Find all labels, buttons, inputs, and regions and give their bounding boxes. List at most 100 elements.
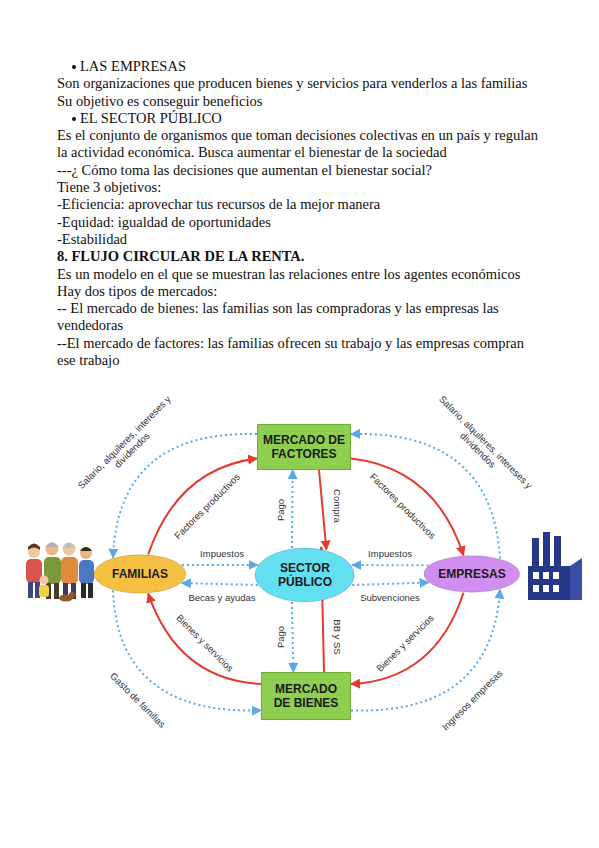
agent-ellipse: FAMILIAS <box>93 554 187 594</box>
flow-label: Factores productivos <box>367 470 440 543</box>
text-line: Su objetivo es conseguir beneficios <box>57 93 545 110</box>
node-label: SECTOR PÚBLICO <box>270 561 340 589</box>
money-flow-arrow <box>182 564 258 566</box>
flow-label: BB y SS <box>332 617 343 656</box>
person-hair <box>28 544 40 551</box>
person-leg <box>54 583 59 599</box>
person-head <box>63 543 76 556</box>
money-flow-arrow <box>291 470 294 548</box>
section-title: 8. FLUJO CIRCULAR DE LA RENTA. <box>57 248 545 265</box>
flow-label: Pago <box>275 624 286 650</box>
node-label: MERCADO DE BIENES <box>266 682 346 710</box>
market-box: MERCADO DE FACTORES <box>257 424 351 470</box>
ellipse-fill <box>94 555 186 593</box>
dog-head <box>69 592 75 598</box>
factory-side <box>570 558 582 600</box>
node-label: EMPRESAS <box>438 567 505 581</box>
factory-chimney <box>554 536 561 568</box>
child-body <box>39 585 49 597</box>
bullet-dot <box>72 117 76 121</box>
body-text: Hay dos tipos de mercados: <box>57 283 217 299</box>
money-flow-arrow <box>182 583 258 585</box>
factory-building <box>528 566 570 600</box>
money-flow-arrow <box>352 564 428 566</box>
real-flow-arrow <box>148 459 257 555</box>
body-text: ---¿ Cómo toma las decisiones que aument… <box>57 162 432 178</box>
body-text: Es el conjunto de organismos que toman d… <box>57 127 538 160</box>
node-label: MERCADO DE FACTORES <box>262 433 346 461</box>
flow-label: Factores productivos <box>171 470 244 543</box>
factory-window <box>533 572 539 579</box>
text-line: Son organizaciones que producen bienes y… <box>57 75 545 92</box>
body-text: Su objetivo es conseguir beneficios <box>57 93 262 109</box>
document-text: LAS EMPRESASSon organizaciones que produ… <box>57 58 545 369</box>
body-text: -Equidad: igualdad de oportunidades <box>57 214 271 230</box>
text-line: -Equidad: igualdad de oportunidades <box>57 214 545 231</box>
flow-label: Compra <box>332 487 343 525</box>
factory-window <box>553 572 559 579</box>
body-text: Son organizaciones que producen bienes y… <box>57 75 527 91</box>
body-text: -- El mercado de bienes: las familias so… <box>57 300 499 333</box>
flow-label: Impuestos <box>198 548 246 559</box>
child-head <box>40 576 49 585</box>
real-flow-arrow <box>351 593 464 684</box>
factory-illustration <box>528 532 582 600</box>
flow-label: Ingresos empresas <box>438 666 506 734</box>
bullet-heading: EL SECTOR PÚBLICO <box>80 110 222 126</box>
person-body <box>61 557 78 584</box>
flow-label: Gasto de familias <box>107 669 170 732</box>
person-body <box>79 560 94 584</box>
text-line: -- El mercado de bienes: las familias so… <box>57 300 545 335</box>
factory-chimney <box>543 532 550 568</box>
factory-window <box>543 572 549 579</box>
person-hair <box>63 543 76 549</box>
flow-label: Impuestos <box>366 548 414 559</box>
text-line: Es el conjunto de organismos que toman d… <box>57 127 545 162</box>
text-line: LAS EMPRESAS <box>57 58 545 75</box>
ellipse-fill <box>424 556 520 592</box>
person-head <box>46 543 59 556</box>
bullet-dot <box>72 65 76 69</box>
real-flow-arrow <box>148 594 261 684</box>
money-flow-arrow <box>292 602 294 672</box>
person-leg <box>28 582 33 598</box>
person-head <box>80 547 92 559</box>
factory-chimney <box>532 538 539 568</box>
person-leg <box>88 583 93 598</box>
factory-window <box>543 585 549 592</box>
money-flow-arrow <box>352 583 428 585</box>
ellipse-fill <box>255 548 354 602</box>
agent-ellipse: EMPRESAS <box>423 555 521 593</box>
text-line: -Eficiencia: aprovechar tus recursos de … <box>57 196 545 213</box>
text-line: Hay dos tipos de mercados: <box>57 283 545 300</box>
flow-label: Salario, alquileres, intereses y dividen… <box>71 389 185 503</box>
body-text: --El mercado de factores: las familias o… <box>57 335 524 368</box>
flow-label: Becas y ayudas <box>186 592 257 603</box>
factory-window <box>533 585 539 592</box>
text-line: ---¿ Cómo toma las decisiones que aument… <box>57 162 545 179</box>
body-text: -Eficiencia: aprovechar tus recursos de … <box>57 196 380 212</box>
bullet-heading: LAS EMPRESAS <box>80 58 186 74</box>
person-leg <box>81 583 86 598</box>
text-line: --El mercado de factores: las familias o… <box>57 335 545 370</box>
text-line: Tiene 3 objetivos: <box>57 179 545 196</box>
flow-label: Salario, alquileres, intereses y dividen… <box>425 389 539 503</box>
flow-label: Bienes y servicios <box>173 611 237 675</box>
flow-label: Bienes y servicios <box>373 611 437 675</box>
person-hair <box>80 547 92 551</box>
text-line: EL SECTOR PÚBLICO <box>57 110 545 127</box>
family-illustration <box>26 543 94 602</box>
agent-ellipse: SECTOR PÚBLICO <box>254 547 355 603</box>
person-hair <box>46 543 59 548</box>
text-line: Es un modelo en el que se muestran las r… <box>57 266 545 283</box>
body-text: Es un modelo en el que se muestran las r… <box>57 266 520 282</box>
flow-label: Pago <box>275 497 286 523</box>
real-flow-arrow <box>351 459 464 556</box>
flow-label: Subvenciones <box>358 592 422 603</box>
text-line: -Estabilidad <box>57 231 545 248</box>
factory-window <box>553 585 559 592</box>
body-text: -Estabilidad <box>57 231 127 247</box>
node-label: FAMILIAS <box>112 567 168 581</box>
body-text: Tiene 3 objetivos: <box>57 179 161 195</box>
market-box: MERCADO DE BIENES <box>261 672 351 720</box>
